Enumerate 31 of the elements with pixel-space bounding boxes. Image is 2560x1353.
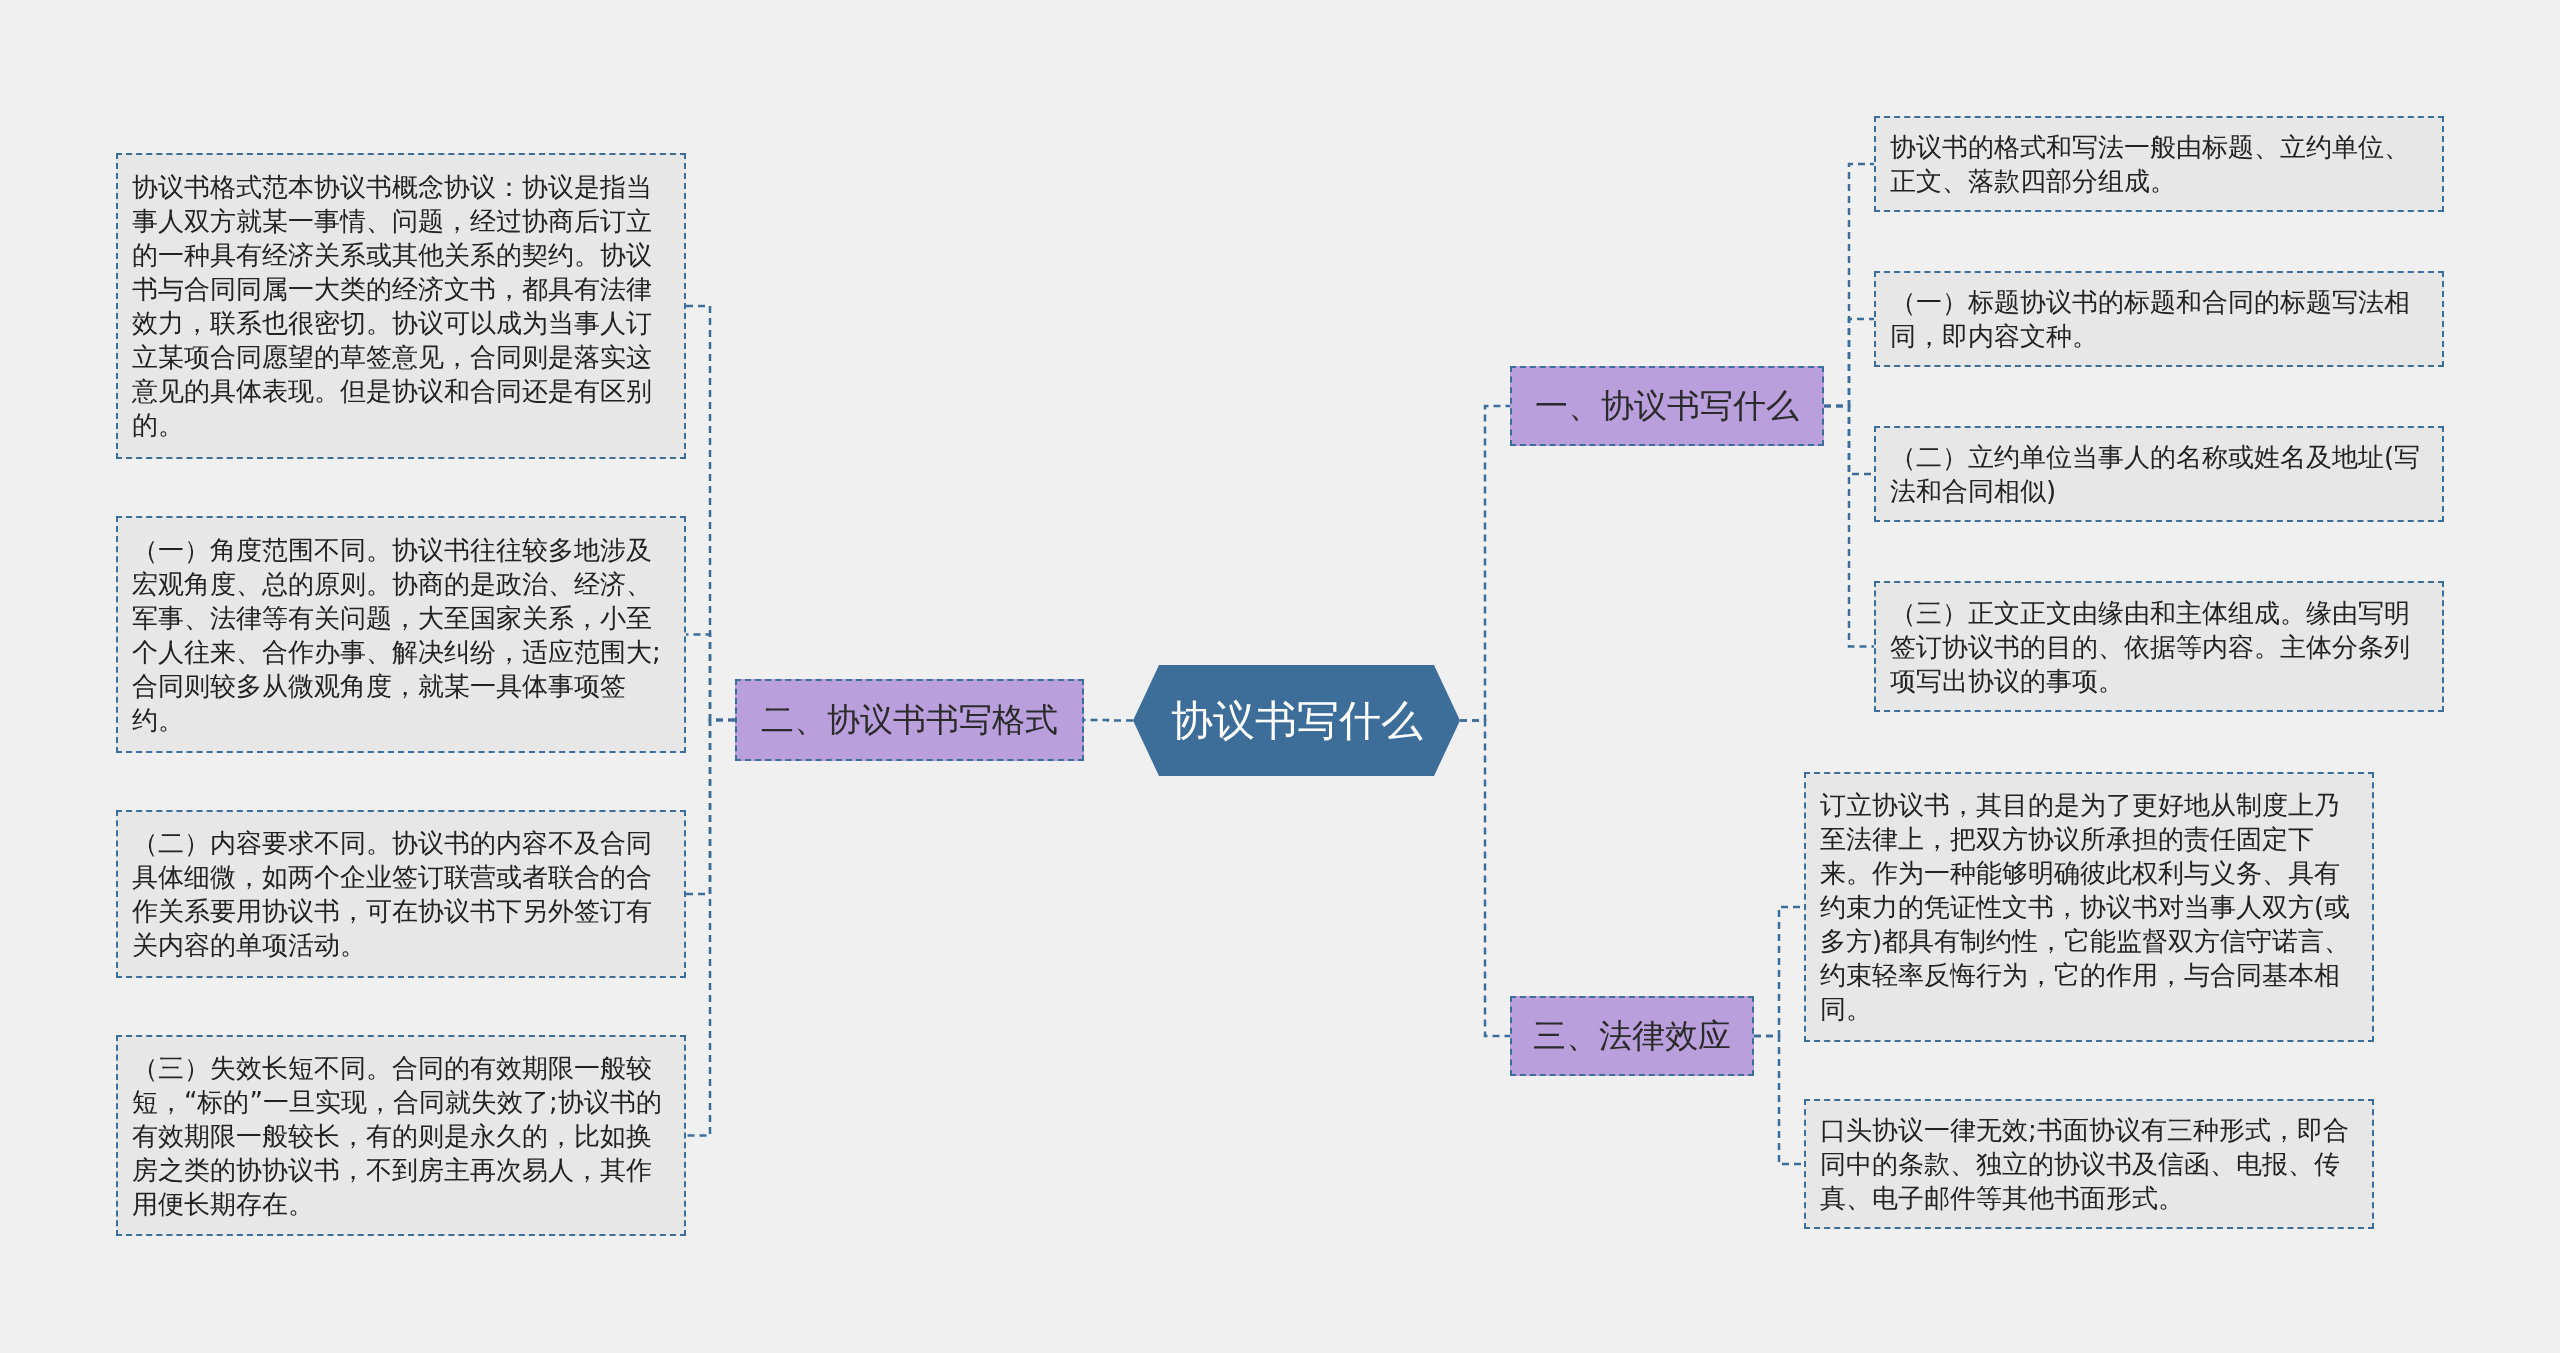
note-box <box>116 516 686 753</box>
note-box <box>116 1035 686 1236</box>
branch-topic <box>735 679 1084 761</box>
connector-line <box>1824 404 1874 648</box>
branch-topic <box>1510 996 1754 1076</box>
topic-text: （三）正文正文由缘由和主体组成。缘由写明签订协议书的目的、依据等内容。主体分条列项写出协议的事项。 <box>1890 596 2411 698</box>
topic-text: 协议书的格式和写法一般由标题、立约单位、正文、落款四部分组成。 <box>1890 131 2411 198</box>
topic-text: 一、协议书写什么 <box>1535 384 1799 427</box>
topic-text: （二）内容要求不同。协议书的内容不及合同具体细微，如两个企业签订联营或者联合的合作关系要用协议书，可在协议书下另外签订有关内容的单项活动。 <box>132 827 653 962</box>
topic-text: 订立协议书，其目的是为了更好地从制度上乃至法律上，把双方协议所承担的责任固定下来。作为一种能够明确彼此权利与义务、具有约束力的凭证性文书，协议书对当事人双方(或多方)都具有制约性，它能监督双方信守诺言、约束轻率反悔行为，它的作用，与合同基本相同。 <box>1820 789 2352 1026</box>
note-box <box>116 810 686 978</box>
note-box <box>1874 271 2444 367</box>
topic-text: 三、法律效应 <box>1533 1014 1731 1057</box>
topic-text: 口头协议一律无效;书面协议有三种形式，即合同中的条款、独立的协议书及信函、电报、传真、电子邮件等其他书面形式。 <box>1820 1114 2350 1215</box>
connector-line <box>1460 719 1510 1038</box>
topic-text: 协议书写什么 <box>1170 694 1423 747</box>
note-box <box>1804 772 2374 1042</box>
topic-text: （一）标题协议书的标题和合同的标题写法相同，即内容文种。 <box>1890 286 2411 353</box>
topic-text: （二）立约单位当事人的名称或姓名及地址(写法和合同相似) <box>1890 441 2422 508</box>
note-box <box>1874 581 2444 712</box>
note-box <box>1804 1099 2374 1229</box>
note-box <box>1874 116 2444 212</box>
topic-text: （三）失效长短不同。合同的有效期限一般较短，“标的”一旦实现，合同就失效了;协议书的有效期限一般较长，有的则是永久的，比如换房之类的协协议书，不到房主再次易人，其作用便长期存在。 <box>132 1051 663 1221</box>
topic-text: （一）角度范围不同。协议书往往较多地涉及宏观角度、总的原则。协商的是政治、经济、军事、法律等有关问题，大至国家关系，小至个人往来、合作办事、解决纠纷，适应范围大;合同则较多从微观角度，就某一具体事项签约。 <box>132 533 662 737</box>
topic-text: 二、协议书书写格式 <box>761 698 1058 741</box>
topic-text: 协议书格式范本协议书概念协议：协议是指当事人双方就某一事情、问题，经过协商后订立的一种具有经济关系或其他关系的契约。协议书与合同同属一大类的经济文书，都具有法律效力，联系也很密切。协议可以成为当事人订立某项合同愿望的草签意见，合同则是落实这意见的具体表现。但是协议和合同还是有区别的。 <box>132 171 653 442</box>
note-box <box>116 153 686 459</box>
note-box <box>1874 426 2444 522</box>
connector-line <box>686 718 735 1137</box>
branch-topic <box>1510 366 1824 446</box>
connector-line <box>1754 1034 1804 1166</box>
